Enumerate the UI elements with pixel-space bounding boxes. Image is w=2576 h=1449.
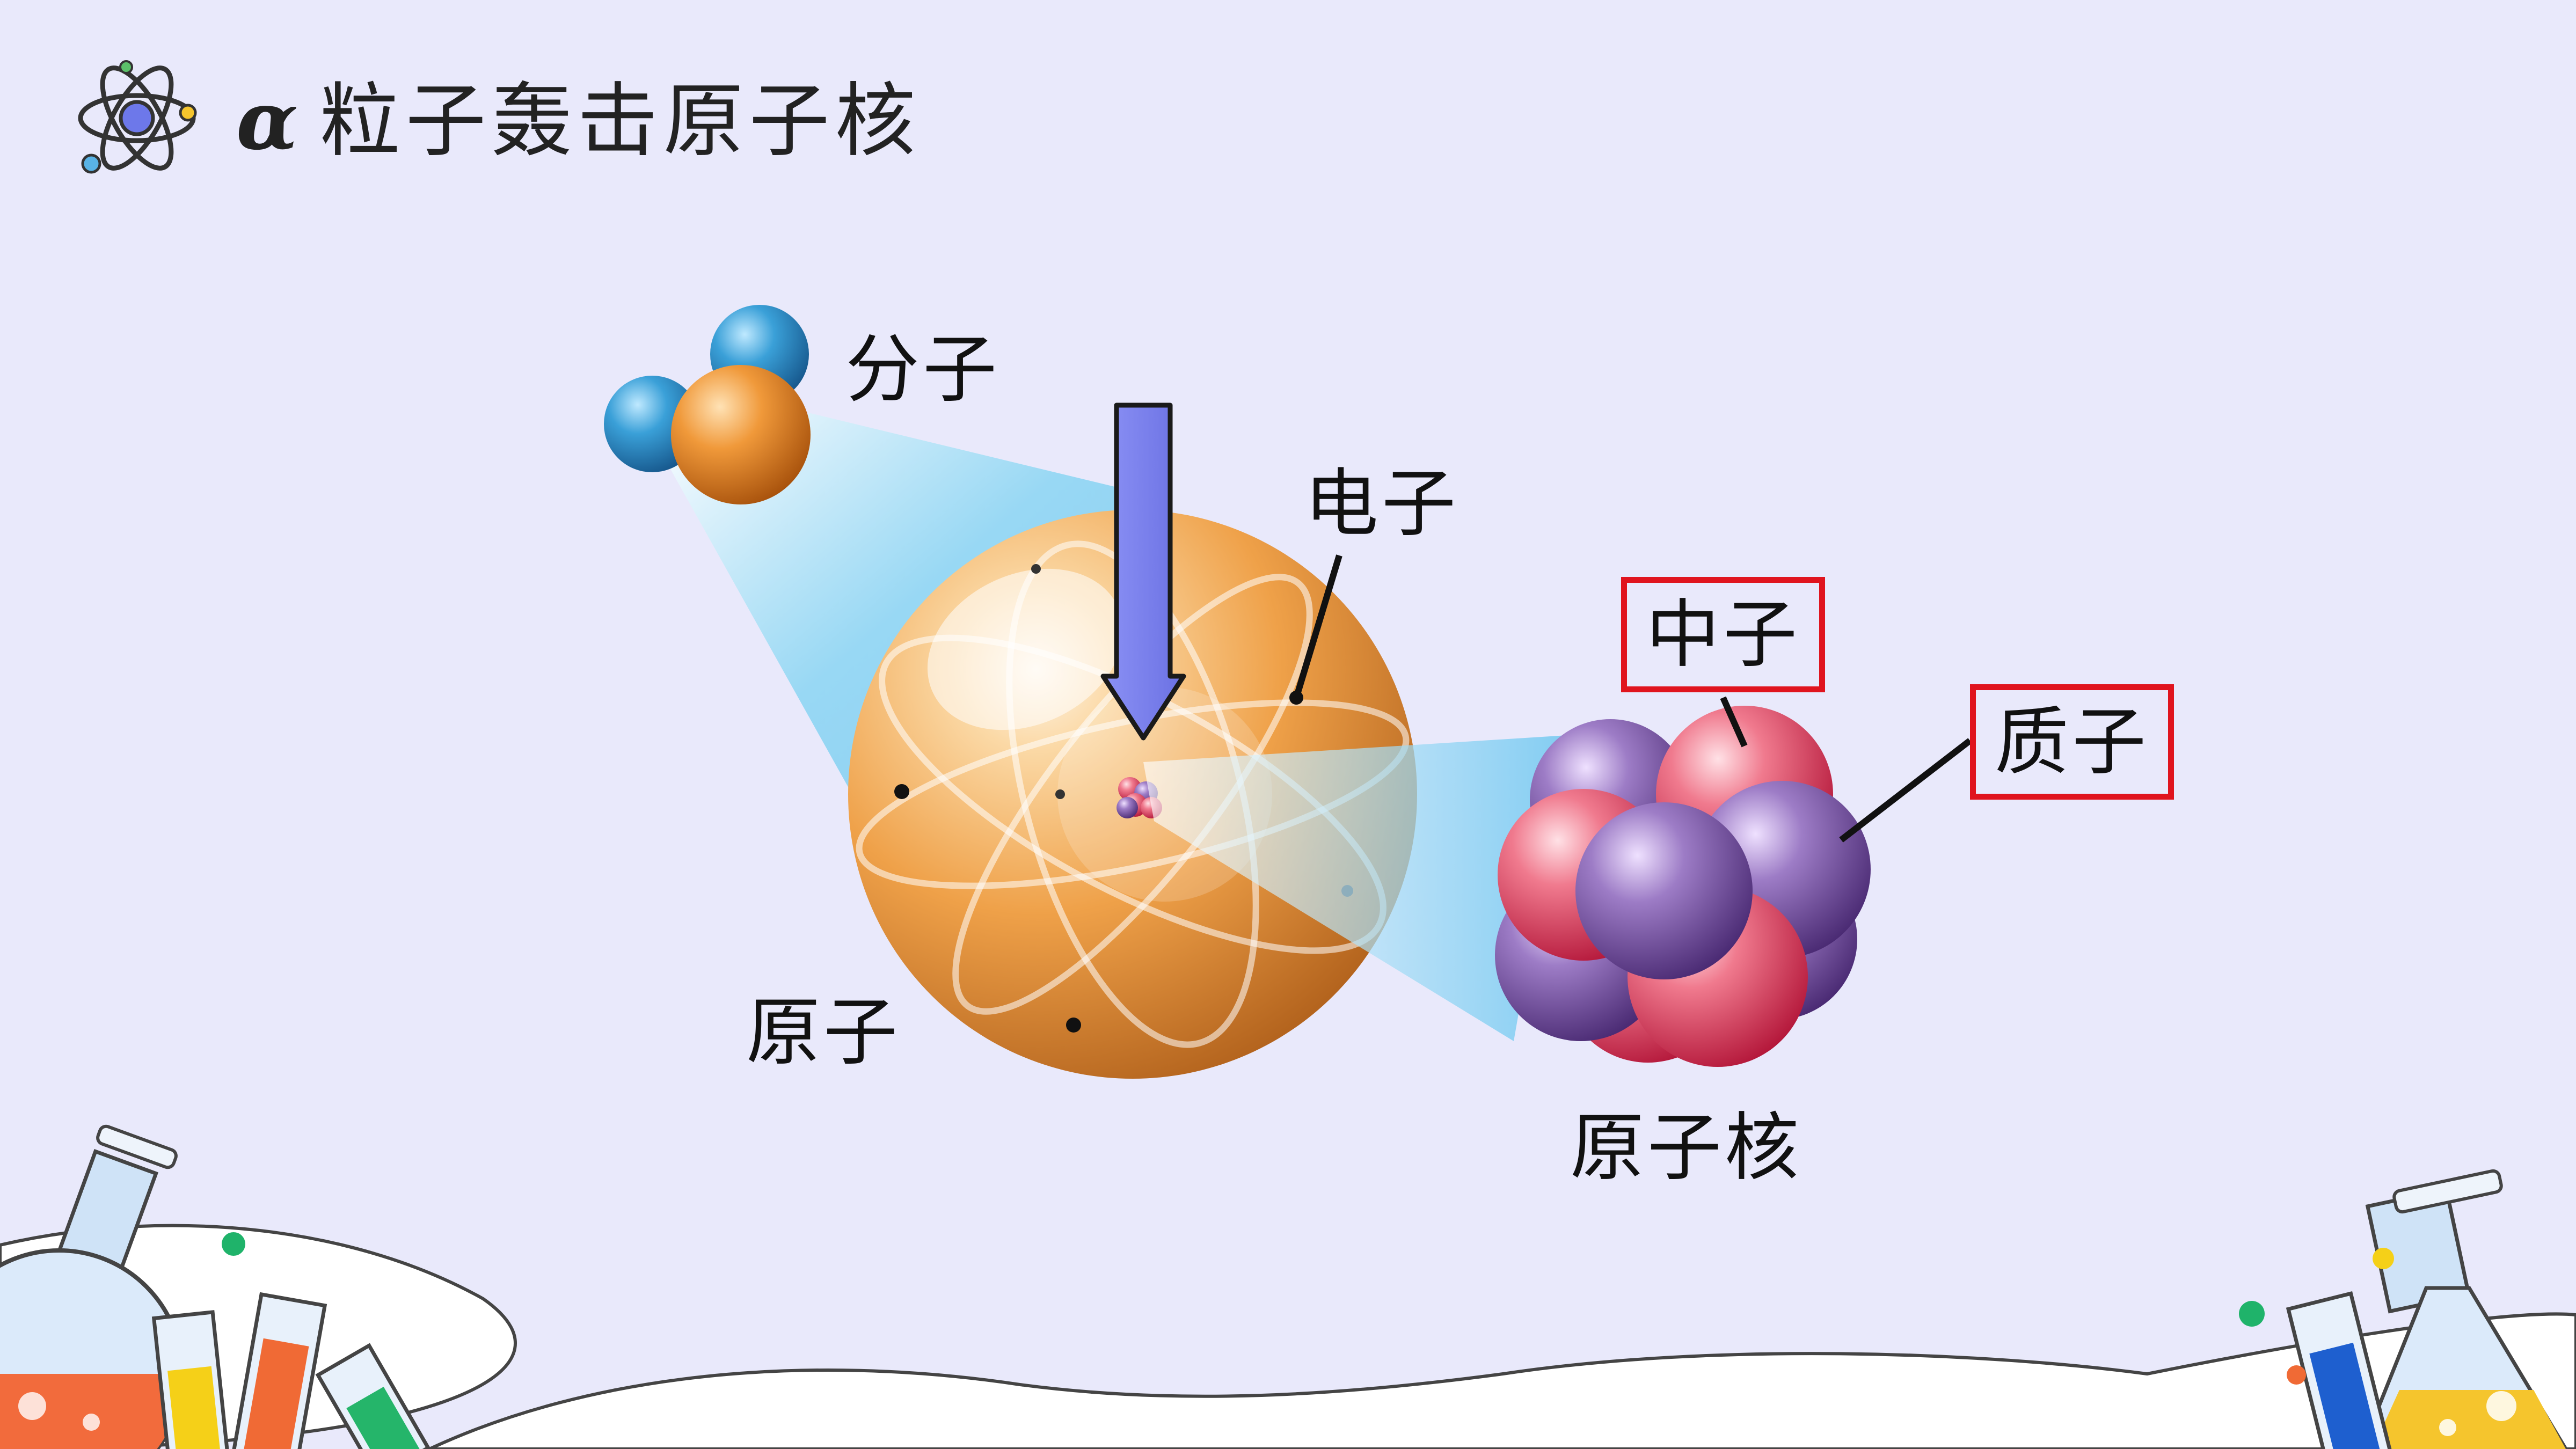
electron-dot [1055,789,1065,799]
label-electron: 电子 [1304,460,1460,547]
test-tube-icon [2239,1248,2395,1449]
label-nucleus: 原子核 [1570,1104,1803,1191]
electron-leader-line [1293,554,1342,699]
title-text: 粒子轰击原子核 [319,75,921,168]
label-molecule: 分子 [845,326,1001,413]
down-arrow-icon [1100,402,1186,741]
atom-icon [78,60,197,174]
label-neutron-box: 中子 [1621,577,1825,692]
electron-dot [1066,1018,1081,1033]
electron-dot [1031,564,1041,574]
molecule [604,305,811,504]
zoom-beam-molecule [660,413,1133,816]
label-neutron: 中子 [1645,591,1800,678]
electron-dot [894,784,909,799]
mini-nucleus [1116,777,1162,818]
flask-icon [2360,1169,2568,1449]
nucleus-cluster [1495,706,1871,1067]
flask-icon [0,1124,185,1449]
neutron-leader-line [1720,696,1748,748]
label-atom: 原子 [746,989,901,1075]
label-proton: 质子 [1994,698,2149,785]
zoom-beam-nucleus [1143,735,1567,1041]
label-proton-box: 质子 [1970,684,2174,800]
alpha-symbol: α [236,74,304,168]
proton-leader-line [1839,738,1972,843]
test-tube-icon [151,1232,431,1449]
